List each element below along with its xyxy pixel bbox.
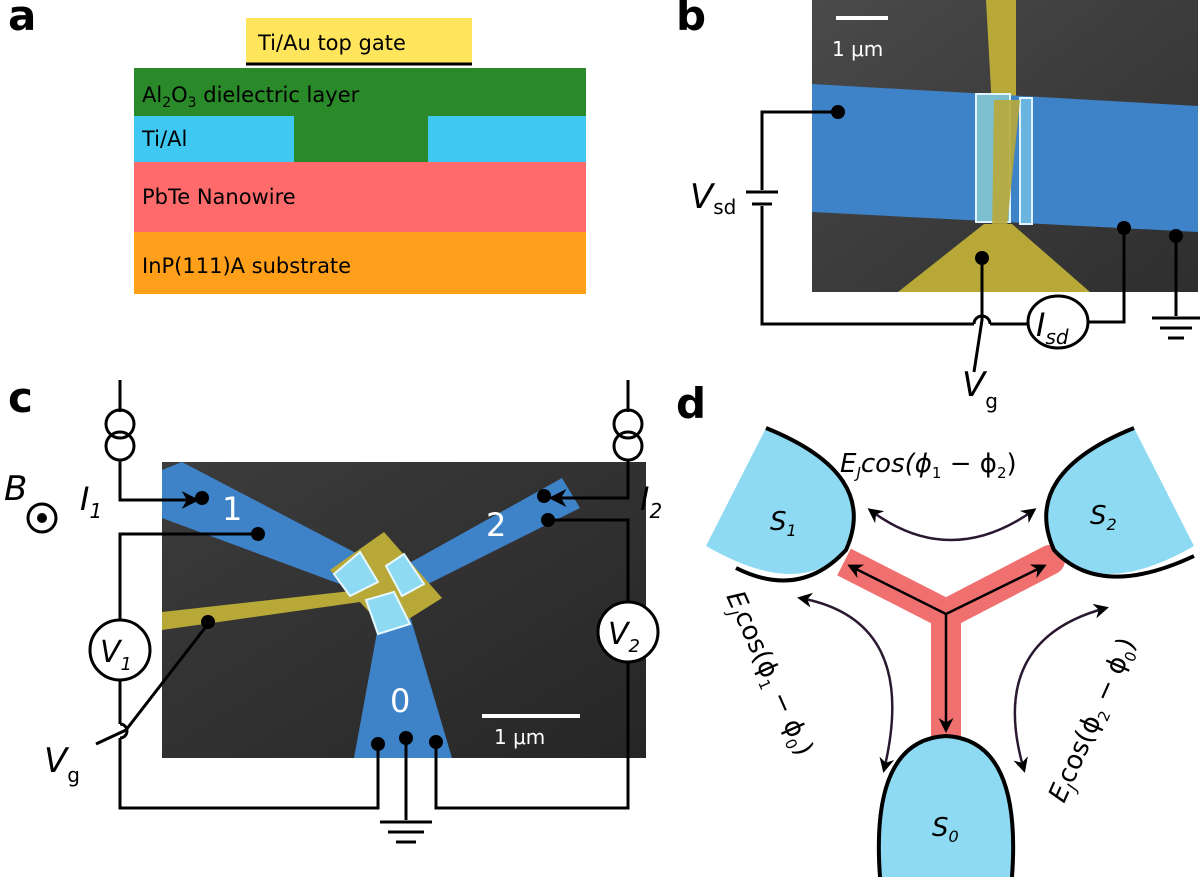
superconductor-s2 bbox=[1046, 428, 1194, 575]
superconductor-s1-edge bbox=[735, 426, 856, 583]
coupling-label-12: EJcos(ϕ1 − ϕ2) bbox=[840, 449, 1017, 482]
gap-edge-b bbox=[1019, 97, 1033, 225]
contact-dot-c-gate bbox=[201, 615, 215, 629]
layer-pbte-label: PbTe Nanowire bbox=[142, 185, 296, 209]
layer-ti-al-right bbox=[428, 116, 586, 162]
coupling-arrow-20 bbox=[1013, 603, 1109, 773]
island-c-1 bbox=[332, 550, 380, 598]
coupling-label-20: EJcos(ϕ2 − ϕ0) bbox=[1043, 633, 1145, 808]
current-source-1-upper bbox=[104, 408, 136, 440]
i2-label: I2 bbox=[640, 480, 662, 523]
wire-vg-b bbox=[972, 258, 984, 373]
contact-dot-b-left bbox=[831, 105, 845, 119]
wire-v2-top bbox=[548, 518, 630, 620]
superconductor-s0 bbox=[878, 736, 1014, 877]
island-c-2 bbox=[384, 552, 426, 598]
wire-isd-right bbox=[1088, 228, 1126, 324]
v2-label: V2 bbox=[608, 617, 640, 657]
gate-strip-top bbox=[986, 0, 1016, 108]
panel-letter-d: d bbox=[676, 379, 706, 428]
superconductor-s1 bbox=[706, 428, 854, 575]
current-source-1-lower bbox=[104, 430, 136, 462]
lead-2-arm bbox=[404, 478, 580, 588]
lead-1-label: 1 bbox=[222, 490, 242, 528]
layer-ti-al-label: Ti/Al bbox=[141, 127, 187, 151]
field-out-of-page-icon bbox=[26, 502, 58, 534]
scale-bar-label-c: 1 μm bbox=[494, 725, 545, 749]
wire-i1 bbox=[118, 460, 200, 509]
layer-dielectric-label: Al2O3 dielectric layer bbox=[142, 83, 360, 111]
s1-label: S1 bbox=[770, 507, 797, 540]
island-c-0 bbox=[364, 590, 412, 636]
layer-substrate-label: InP(111)A substrate bbox=[142, 254, 351, 278]
layer-substrate bbox=[134, 232, 586, 294]
contact-dot-b-right bbox=[1117, 221, 1131, 235]
wire-v2-bottom bbox=[434, 662, 630, 810]
contact-dot-c-0a bbox=[371, 737, 385, 751]
v1-label: V1 bbox=[100, 635, 132, 675]
contact-dot-c-v1 bbox=[251, 527, 265, 541]
coupling-arrow-12 bbox=[867, 508, 1037, 542]
ammeter-isd bbox=[1026, 294, 1090, 350]
coupling-arrow-10 bbox=[797, 592, 895, 773]
current-arrow-to-s1 bbox=[847, 564, 947, 616]
contact-dot-c-i1 bbox=[195, 491, 209, 505]
layer-top-gate-label: Ti/Au top gate bbox=[257, 31, 406, 55]
panel-letter-a: a bbox=[8, 0, 36, 40]
current-source-2-lower bbox=[612, 430, 644, 462]
coupling-label-10: EJcos(ϕ1 − ϕ0) bbox=[717, 587, 819, 762]
layer-ti-al-left bbox=[134, 116, 294, 162]
field-label: B bbox=[4, 469, 27, 509]
current-source-2-upper bbox=[612, 408, 644, 440]
lead-2-label: 2 bbox=[486, 506, 506, 544]
panel-letter-c: c bbox=[8, 373, 33, 422]
vg-label-c: Vg bbox=[44, 741, 80, 787]
panel-b: b 1 μm Isd V bbox=[676, 0, 1200, 413]
wire-i2 bbox=[548, 460, 630, 507]
lead-0-label: 0 bbox=[390, 682, 410, 720]
contact-dot-b-ground bbox=[1169, 229, 1183, 243]
vsd-label: Vsd bbox=[690, 177, 736, 219]
superconductor-s2-edge bbox=[1044, 426, 1195, 579]
wire-vsd-bottom bbox=[760, 206, 974, 326]
scale-bar-label-b: 1 μm bbox=[832, 37, 883, 61]
contact-dot-c-0b bbox=[399, 731, 413, 745]
lead-1-arm bbox=[162, 462, 396, 596]
wire-vg-c bbox=[95, 623, 210, 746]
wire-v1-top bbox=[118, 532, 258, 620]
gate-fan-bottom bbox=[898, 224, 1090, 292]
contact-dot-c-v2 bbox=[541, 513, 555, 527]
layer-top-gate bbox=[246, 18, 472, 64]
panel-c: c 1 2 0 1 μm V bbox=[4, 373, 662, 844]
vg-label-b: Vg bbox=[962, 365, 998, 413]
contact-dot-c-0c bbox=[429, 735, 443, 749]
panel-a: a Ti/Au top gate Al2O3 dielectric layer … bbox=[8, 0, 586, 294]
s2-label: S2 bbox=[1090, 501, 1117, 534]
current-arrow-to-s2 bbox=[945, 564, 1047, 616]
panel-d: d S1 S2 S0 EJcos(ϕ1 − ϕ2) EJcos(ϕ1 − ϕ0)… bbox=[676, 379, 1195, 877]
panel-letter-b: b bbox=[676, 0, 706, 40]
s0-label: S0 bbox=[932, 813, 959, 846]
wire-vsd-top bbox=[760, 110, 838, 190]
lead-0-arm bbox=[354, 616, 452, 758]
i1-label: I1 bbox=[80, 480, 102, 523]
isd-label: Isd bbox=[1036, 306, 1069, 349]
gate-strip-mid bbox=[992, 100, 1020, 236]
superconductor-s0-edge bbox=[876, 733, 1016, 877]
contact-dot-b-gate bbox=[975, 251, 989, 265]
layer-pbte bbox=[134, 162, 586, 232]
field-dot bbox=[37, 513, 47, 523]
wire-v1-bottom bbox=[118, 738, 380, 810]
contact-dot-c-i2 bbox=[537, 489, 551, 503]
